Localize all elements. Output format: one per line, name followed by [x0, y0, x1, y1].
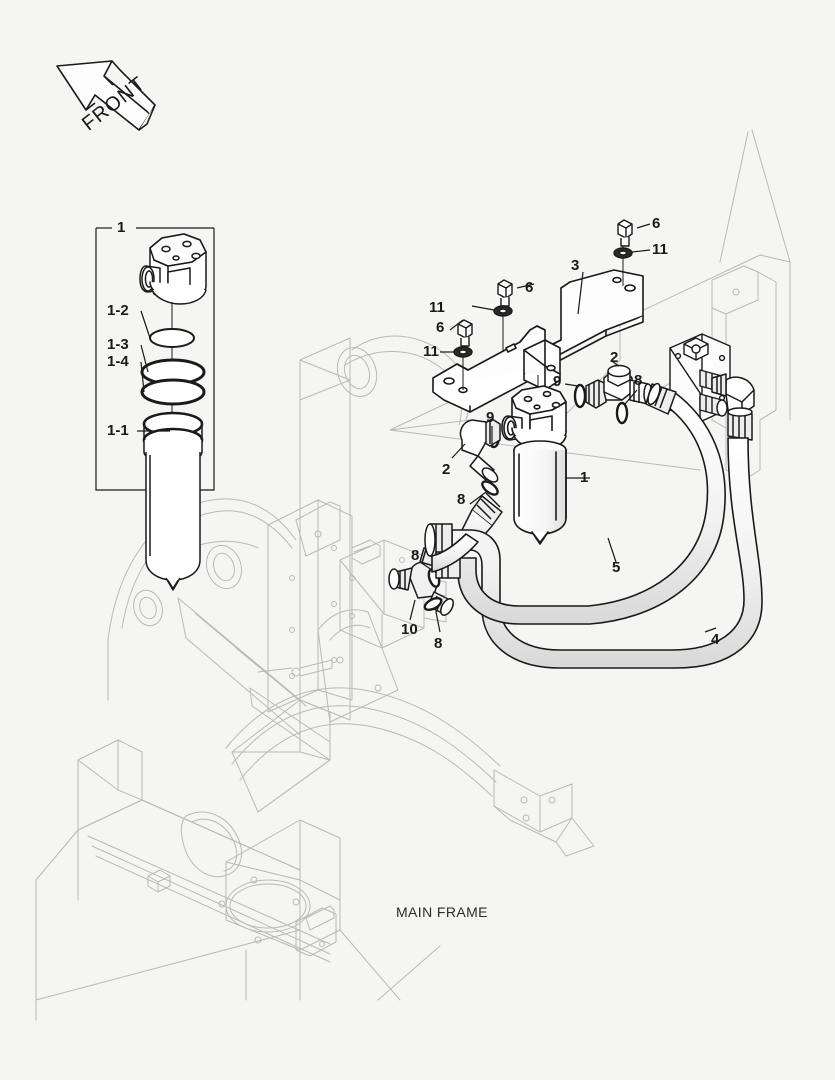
callout-8-right: 8 [634, 372, 643, 389]
detail-callout-1-1: 1-1 [107, 422, 129, 439]
callout-8-tee-up: 8 [411, 547, 420, 564]
callout-8-tee-dn: 8 [434, 635, 443, 652]
callout-9-lower: 9 [486, 409, 495, 426]
callout-2-right: 2 [610, 349, 619, 366]
callout-6-mid: 6 [525, 279, 534, 296]
main-frame-caption: MAIN FRAME [396, 904, 488, 920]
detail-callout-1-2: 1-2 [107, 302, 129, 319]
callout-11-left: 11 [423, 343, 439, 360]
callout-1-main: 1 [580, 469, 589, 486]
callout-5: 5 [612, 559, 621, 576]
detail-callout-1-3: 1-3 [107, 336, 129, 353]
callout-9-upper: 9 [553, 373, 562, 390]
callout-6-left: 6 [436, 319, 445, 336]
detail-callout-1: 1 [117, 219, 126, 236]
callout-10: 10 [401, 621, 418, 638]
callout-3: 3 [571, 257, 580, 274]
callout-8-left: 8 [457, 491, 466, 508]
callout-6-top: 6 [652, 215, 661, 232]
callout-2-left: 2 [442, 461, 451, 478]
callout-11-mid: 11 [429, 299, 445, 316]
callout-11-top: 11 [652, 241, 668, 258]
detail-callout-1-4: 1-4 [107, 353, 129, 370]
callout-4: 4 [711, 631, 720, 648]
